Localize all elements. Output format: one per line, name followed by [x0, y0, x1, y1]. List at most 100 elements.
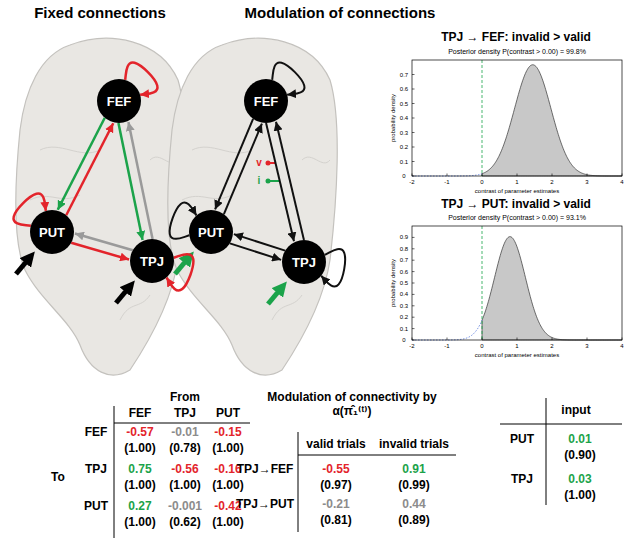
plot-text: contrast of parameter estimates [475, 352, 559, 359]
region-node: TPJ [130, 239, 174, 283]
plot-text: 2 [550, 179, 553, 186]
table-cell: -0.001 [168, 500, 202, 514]
plot-text: 0.1 [400, 158, 408, 165]
plot-text: -2 [409, 343, 414, 350]
plot-text: 0 [480, 343, 483, 350]
connection-arrow [224, 124, 262, 215]
table-cell: TPJ→PUT [236, 498, 294, 512]
node-label: FEF [254, 94, 279, 109]
plot-text: probability density [390, 259, 397, 307]
plot-text: Posterior density P(contrast > 0.00) = 9… [448, 48, 586, 56]
plot-text: 0.3 [400, 302, 408, 309]
table-cell: Fixed connections [34, 4, 166, 21]
node-label: FEF [107, 94, 132, 109]
table-cell: (1.00) [169, 479, 200, 493]
density-plot [412, 60, 622, 176]
plot-text: 0.1 [400, 325, 408, 332]
plot-text: 0.7 [400, 71, 408, 78]
plot-text: 4 [620, 179, 623, 186]
plot-text: 1 [515, 179, 518, 186]
table-cell: TPJ [511, 473, 533, 487]
plot-text: 0 [480, 179, 483, 186]
plot-text: 0.6 [400, 86, 408, 93]
plot-text: 0.8 [400, 245, 408, 252]
plot-text: 4 [620, 343, 623, 350]
node-label: TPJ [292, 255, 316, 270]
plot-text: 0.5 [400, 100, 408, 107]
plot-text: 0.4 [400, 291, 408, 298]
brain-slice [16, 38, 186, 375]
plot-text: 3 [585, 179, 588, 186]
region-node: PUT [189, 210, 233, 254]
table-cell: (1.00) [124, 516, 155, 530]
plot-text: probability density [390, 94, 397, 142]
table-cell: PUT [216, 407, 240, 421]
plot-text: 0.2 [400, 144, 408, 151]
table-cell: 0.27 [128, 500, 151, 514]
plot-text: TPJ → FEF: invalid > valid [441, 31, 591, 45]
table-cell: To [51, 471, 65, 485]
plot-text: contrast of parameter estimates [475, 188, 559, 195]
plot-text: -1 [444, 179, 449, 186]
connection-arrow [230, 243, 281, 260]
table-cell: (0.81) [320, 514, 351, 528]
region-node: FEF [97, 79, 141, 123]
density-plot [412, 226, 622, 340]
brain-slice [168, 38, 338, 375]
node-label: TPJ [140, 254, 164, 269]
table-cell: FEF [129, 407, 152, 421]
connection-arrow [215, 119, 253, 210]
table-cell: 0.03 [568, 473, 591, 487]
table-cell: (1.00) [564, 489, 595, 503]
plot-text: 0.2 [400, 314, 408, 321]
plot-text: 2 [550, 343, 553, 350]
plot-text: 0.7 [400, 257, 408, 264]
table-cell: 0.01 [568, 433, 591, 447]
connection-arrow [128, 122, 152, 239]
plot-text: 0 [402, 173, 405, 180]
connection-arrow [75, 233, 133, 250]
region-node: FEF [244, 79, 288, 123]
table-cell: invalid trials [379, 438, 449, 452]
plot-text: 0.6 [400, 268, 408, 275]
table-cell: valid trials [306, 438, 365, 452]
table-cell: PUT [84, 500, 108, 514]
node-label: PUT [39, 225, 65, 240]
table-cell: 0.44 [402, 498, 425, 512]
table-cell: (0.99) [398, 479, 429, 493]
table-cell: -0.15 [214, 426, 241, 440]
connection-arrow [58, 118, 105, 210]
connection-arrow [71, 243, 129, 260]
table-cell: -0.01 [171, 426, 198, 440]
plot-text: 0 [402, 337, 405, 344]
node-label: PUT [198, 225, 224, 240]
table-cell: From [170, 391, 200, 405]
table-cell: (1.00) [124, 479, 155, 493]
plot-text: 0.3 [400, 129, 408, 136]
plot-text: 0.5 [400, 280, 408, 287]
table-cell: (0.90) [564, 449, 595, 463]
plot-text: 0.4 [400, 115, 408, 122]
table-cell: -0.55 [322, 463, 349, 477]
connection-arrow [234, 234, 285, 251]
table-cell: (0.97) [320, 479, 351, 493]
connection-arrow [118, 123, 142, 240]
plot-text: 3 [585, 343, 588, 350]
table-cell: (1.00) [124, 442, 155, 456]
table-cell: -0.21 [322, 498, 349, 512]
plot-text: Posterior density P(contrast > 0.00) = 9… [448, 214, 586, 222]
region-node: PUT [30, 210, 74, 254]
plot-text: -2 [409, 179, 414, 186]
table-cell: (0.62) [169, 516, 200, 530]
table-cell: (1.00) [212, 479, 243, 493]
table-cell: 0.75 [128, 463, 151, 477]
table-cell: -0.57 [126, 426, 153, 440]
table-cell: Modulation of connectivity by α(π̂₁⁽ᵗ⁾) [257, 391, 447, 419]
table-cell: Modulation of connections [245, 4, 436, 21]
table-cell: 0.91 [402, 463, 425, 477]
table-cell: (0.89) [398, 514, 429, 528]
table-cell: input [561, 404, 590, 418]
table-cell: (0.78) [169, 442, 200, 456]
table-cell: PUT [510, 433, 534, 447]
plot-text: 1 [515, 343, 518, 350]
